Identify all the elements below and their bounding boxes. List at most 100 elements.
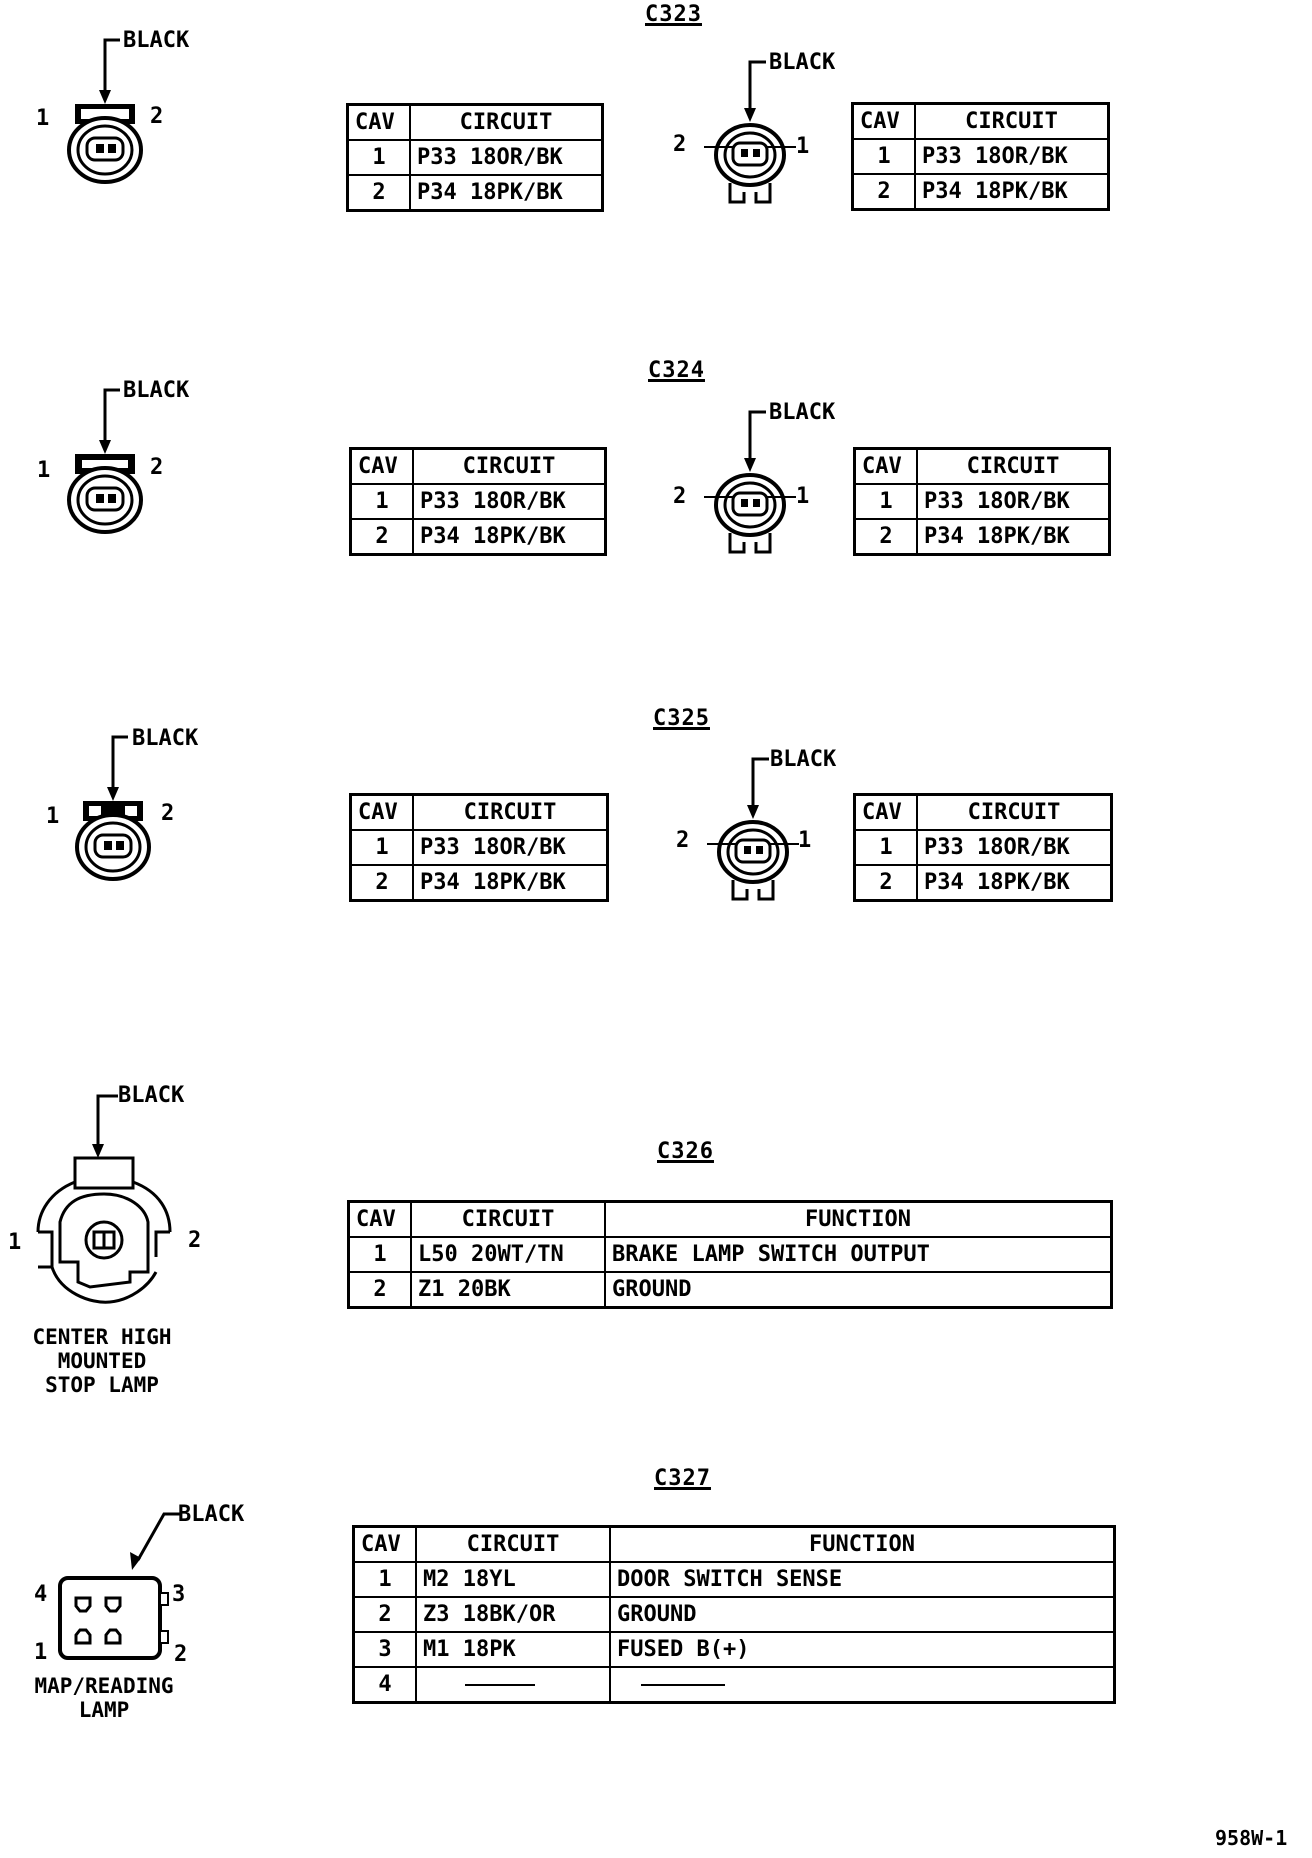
connector-title-c325: C325 <box>653 706 710 731</box>
wire-color-label: BLACK <box>123 378 190 403</box>
header-circuit: CIRCUIT <box>916 793 1113 831</box>
cav-cell: 2 <box>851 173 916 211</box>
stop-lamp-connector-icon <box>36 1094 172 1304</box>
connector-title-c327: C327 <box>654 1466 711 1491</box>
function-cell-empty <box>609 1666 1116 1704</box>
header-function: FUNCTION <box>604 1200 1113 1238</box>
pin-label: 2 <box>174 1642 188 1667</box>
cav-cell: 1 <box>851 138 916 175</box>
cav-cell: 2 <box>853 864 918 902</box>
cav-cell: 1 <box>352 1561 417 1598</box>
empty-dash <box>465 1684 535 1686</box>
cav-cell: 1 <box>349 829 414 866</box>
cav-cell: 3 <box>352 1631 417 1668</box>
pin-label: 1 <box>796 484 810 509</box>
circuit-cell: P33 18OR/BK <box>412 483 607 520</box>
cav-cell: 2 <box>349 864 414 902</box>
function-cell: GROUND <box>604 1271 1113 1309</box>
circuit-cell: Z1 20BK <box>410 1271 606 1309</box>
cav-cell: 4 <box>352 1666 417 1704</box>
circuit-cell: P34 18PK/BK <box>409 174 604 212</box>
cav-cell: 2 <box>853 518 918 556</box>
circuit-cell: P34 18PK/BK <box>916 864 1113 902</box>
wire-color-label: BLACK <box>123 28 190 53</box>
cav-cell: 1 <box>346 139 411 176</box>
function-cell: DOOR SWITCH SENSE <box>609 1561 1116 1598</box>
pin-label: 1 <box>796 134 810 159</box>
pin-label: 2 <box>161 801 175 826</box>
figure-code: 958W-1 <box>1215 1826 1288 1850</box>
pin-label: 2 <box>150 455 164 480</box>
pin-label: 2 <box>673 484 687 509</box>
header-circuit: CIRCUIT <box>412 447 607 485</box>
wire-color-label: BLACK <box>118 1083 185 1108</box>
header-cav: CAV <box>851 102 916 140</box>
pin-label: 1 <box>46 804 60 829</box>
connector-title-c323: C323 <box>645 2 702 27</box>
header-cav: CAV <box>853 447 918 485</box>
wire-color-label: BLACK <box>769 400 836 425</box>
circuit-cell: Z3 18BK/OR <box>415 1596 611 1633</box>
pin-label: 2 <box>188 1228 202 1253</box>
cav-cell: 1 <box>347 1236 412 1273</box>
header-cav: CAV <box>352 1525 417 1563</box>
cav-cell: 2 <box>349 518 414 556</box>
header-circuit: CIRCUIT <box>914 102 1110 140</box>
circuit-cell: M1 18PK <box>415 1631 611 1668</box>
circuit-cell: P33 18OR/BK <box>409 139 604 176</box>
circuit-cell: P33 18OR/BK <box>916 829 1113 866</box>
circuit-cell: M2 18YL <box>415 1561 611 1598</box>
header-function: FUNCTION <box>609 1525 1116 1563</box>
connector-title-c324: C324 <box>648 358 705 383</box>
cav-cell: 1 <box>853 829 918 866</box>
function-cell: BRAKE LAMP SWITCH OUTPUT <box>604 1236 1113 1273</box>
map-lamp-connector-icon <box>58 1512 180 1660</box>
wire-color-label: BLACK <box>178 1502 245 1527</box>
connector-face-icon <box>75 735 151 881</box>
circuit-cell-empty <box>415 1666 611 1704</box>
cav-cell: 2 <box>352 1596 417 1633</box>
pin-label: 1 <box>36 106 50 131</box>
empty-dash <box>641 1684 725 1686</box>
connector-face-icon <box>67 388 143 534</box>
pin-label: 2 <box>676 828 690 853</box>
header-cav: CAV <box>347 1200 412 1238</box>
circuit-cell: P34 18PK/BK <box>914 173 1110 211</box>
header-cav: CAV <box>349 793 414 831</box>
pin-label: 4 <box>34 1582 48 1607</box>
cav-cell: 1 <box>349 483 414 520</box>
circuit-cell: P33 18OR/BK <box>914 138 1110 175</box>
connector-face-icon <box>67 38 143 184</box>
connector-title-c326: C326 <box>657 1139 714 1164</box>
circuit-cell: P34 18PK/BK <box>412 864 609 902</box>
cav-cell: 1 <box>853 483 918 520</box>
connector-socket-icon <box>707 757 799 901</box>
header-cav: CAV <box>853 793 918 831</box>
circuit-cell: P33 18OR/BK <box>412 829 609 866</box>
circuit-cell: P33 18OR/BK <box>916 483 1111 520</box>
connector-socket-icon <box>704 410 796 554</box>
cav-cell: 2 <box>346 174 411 212</box>
circuit-cell: L50 20WT/TN <box>410 1236 606 1273</box>
